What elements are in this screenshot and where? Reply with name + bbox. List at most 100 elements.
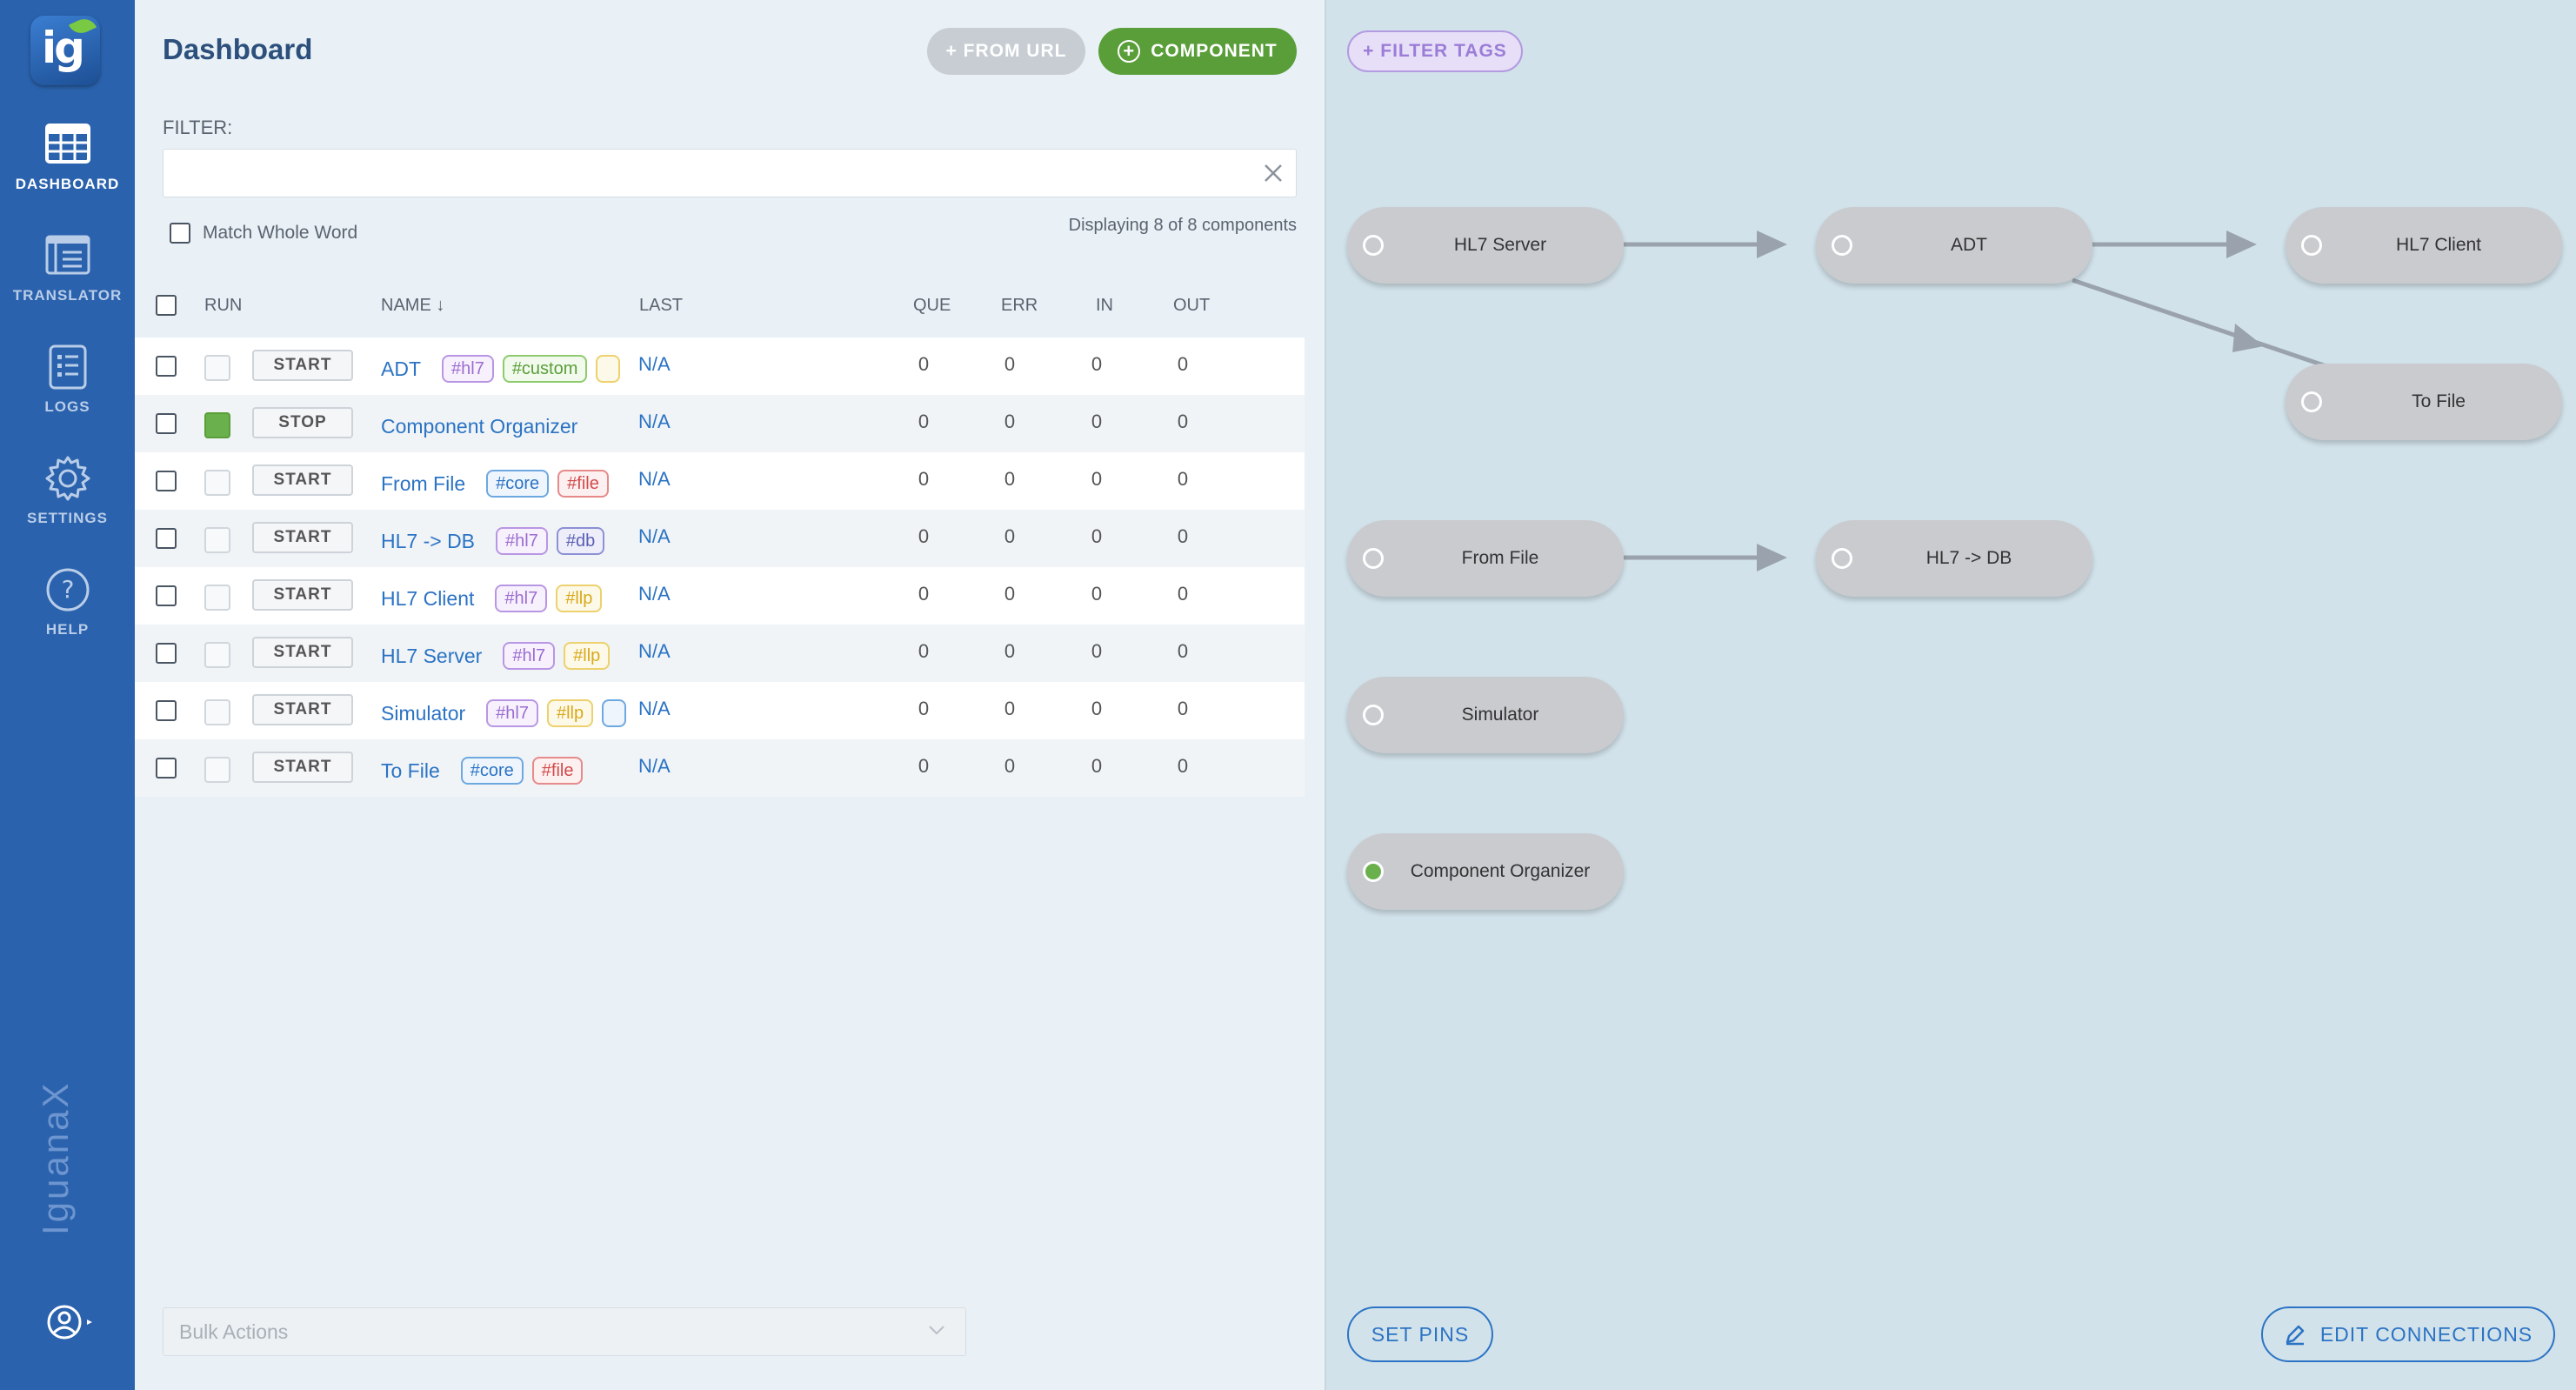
row-checkbox[interactable] [156, 413, 177, 434]
stop-button[interactable]: STOP [252, 407, 353, 438]
component-name-link[interactable]: ADT [381, 357, 421, 380]
graph-node-hl7-server[interactable]: HL7 Server [1347, 207, 1624, 284]
row-checkbox[interactable] [156, 758, 177, 779]
component-name-link[interactable]: HL7 Server [381, 644, 483, 667]
row-checkbox[interactable] [156, 585, 177, 606]
component-name-link[interactable]: HL7 Client [381, 586, 475, 610]
err-cell: 0 [1004, 583, 1016, 605]
sidebar-item-dashboard[interactable]: DASHBOARD [0, 122, 135, 217]
bulk-actions-select[interactable]: Bulk Actions [163, 1307, 966, 1356]
help-icon: ? [46, 568, 90, 611]
out-cell: 0 [1177, 468, 1189, 490]
graph-node-adt[interactable]: ADT [1816, 207, 2092, 284]
filter-input[interactable] [163, 149, 1297, 197]
node-status-pin[interactable] [1363, 548, 1384, 569]
table-row[interactable]: START To File #core #file N/A 0 0 0 0 [135, 739, 1305, 797]
table-row[interactable]: START HL7 -> DB #hl7 #db N/A 0 0 0 0 [135, 510, 1305, 567]
node-status-pin[interactable] [1832, 235, 1852, 256]
node-status-pin[interactable] [1363, 235, 1384, 256]
component-name-link[interactable]: Component Organizer [381, 414, 578, 438]
start-button[interactable]: START [252, 637, 353, 668]
tag-badge[interactable]: #hl7 [486, 699, 538, 727]
start-button[interactable]: START [252, 522, 353, 553]
start-button[interactable]: START [252, 464, 353, 496]
graph-node-component-organizer[interactable]: Component Organizer [1347, 833, 1624, 910]
from-url-button[interactable]: + FROM URL [927, 28, 1085, 75]
last-cell: N/A [638, 640, 679, 663]
panel-divider[interactable] [1325, 0, 1326, 1390]
tag-badge[interactable]: #core [486, 470, 550, 498]
user-account-icon[interactable] [45, 1303, 97, 1341]
row-checkbox[interactable] [156, 471, 177, 491]
component-name-link[interactable]: HL7 -> DB [381, 529, 476, 552]
graph-node-simulator[interactable]: Simulator [1347, 677, 1624, 753]
component-name-link[interactable]: To File [381, 758, 440, 782]
table-row[interactable]: STOP Component Organizer N/A 0 0 0 0 [135, 395, 1305, 452]
match-whole-word-checkbox[interactable] [170, 223, 190, 244]
que-cell: 0 [918, 525, 930, 547]
out-cell: 0 [1177, 353, 1189, 375]
table-row[interactable]: START HL7 Server #hl7 #llp N/A 0 0 0 0 [135, 625, 1305, 682]
tag-badge[interactable]: #llp [556, 585, 603, 612]
que-cell: 0 [918, 755, 930, 777]
displaying-count: Displaying 8 of 8 components [1068, 216, 1297, 235]
tag-badge[interactable]: #custom [502, 355, 588, 383]
node-status-pin[interactable] [1363, 705, 1384, 725]
graph-node-from-file[interactable]: From File [1347, 520, 1624, 597]
tag-badge[interactable]: #llp [546, 699, 594, 727]
row-checkbox[interactable] [156, 528, 177, 549]
node-label: From File [1461, 548, 1539, 568]
graph-node-to-file[interactable]: To File [2286, 364, 2562, 440]
set-pins-button[interactable]: SET PINS [1347, 1306, 1493, 1362]
close-icon[interactable] [1262, 162, 1285, 184]
start-button[interactable]: START [252, 350, 353, 381]
err-cell: 0 [1004, 698, 1016, 719]
row-checkbox[interactable] [156, 643, 177, 664]
tag-badge[interactable]: #hl7 [495, 585, 548, 612]
tag-badge[interactable]: #hl7 [496, 527, 548, 555]
column-name[interactable]: NAME ↓ [381, 296, 445, 315]
tag-badge[interactable]: #hl7 [503, 642, 556, 670]
add-component-button[interactable]: + COMPONENT [1098, 28, 1297, 75]
node-status-pin[interactable] [1832, 548, 1852, 569]
tag-badge[interactable]: #file [557, 470, 609, 498]
sidebar-item-help[interactable]: ? HELP [0, 567, 135, 663]
tag-badge[interactable]: #db [556, 527, 605, 555]
sidebar-item-settings[interactable]: SETTINGS [0, 456, 135, 551]
select-all-checkbox[interactable] [156, 295, 177, 316]
start-button[interactable]: START [252, 752, 353, 783]
graph-node-hl7-client[interactable]: HL7 Client [2286, 207, 2562, 284]
edit-connections-button[interactable]: EDIT CONNECTIONS [2261, 1306, 2555, 1362]
table-row[interactable]: START ADT #hl7 #custom N/A 0 0 0 0 [135, 337, 1305, 395]
last-cell: N/A [638, 411, 679, 433]
table-row[interactable]: START From File #core #file N/A 0 0 0 0 [135, 452, 1305, 510]
last-cell: N/A [638, 353, 679, 376]
tag-badge[interactable]: #hl7 [442, 355, 494, 383]
table-row[interactable]: START HL7 Client #hl7 #llp N/A 0 0 0 0 [135, 567, 1305, 625]
node-status-pin[interactable] [1363, 861, 1384, 882]
sidebar-item-label: SETTINGS [26, 510, 108, 526]
start-button[interactable]: START [252, 579, 353, 611]
row-checkbox[interactable] [156, 700, 177, 721]
tag-badge[interactable]: #file [531, 757, 584, 785]
app-logo[interactable]: ig [30, 14, 100, 85]
sidebar-item-logs[interactable]: LOGS [0, 344, 135, 440]
match-whole-word-label: Match Whole Word [203, 223, 358, 243]
component-name-link[interactable]: From File [381, 471, 466, 495]
table-row[interactable]: START Simulator #hl7 #llp N/A 0 0 0 0 [135, 682, 1305, 739]
row-checkbox[interactable] [156, 356, 177, 377]
tag-badge[interactable]: #llp [564, 642, 611, 670]
err-cell: 0 [1004, 353, 1016, 375]
gear-icon [45, 456, 90, 501]
graph-node-hl7-db[interactable]: HL7 -> DB [1816, 520, 2092, 597]
component-name-link[interactable]: Simulator [381, 701, 466, 725]
tag-badge[interactable]: #core [460, 757, 524, 785]
filter-label: FILTER: [163, 117, 233, 138]
node-status-pin[interactable] [2301, 235, 2322, 256]
start-button[interactable]: START [252, 694, 353, 725]
sidebar-item-translator[interactable]: TRANSLATOR [0, 233, 135, 329]
node-status-pin[interactable] [2301, 391, 2322, 412]
match-whole-word[interactable]: Match Whole Word [170, 223, 357, 244]
name-cell: HL7 Client #hl7 #llp [381, 583, 760, 614]
filter-tags-button[interactable]: + FILTER TAGS [1347, 30, 1523, 72]
